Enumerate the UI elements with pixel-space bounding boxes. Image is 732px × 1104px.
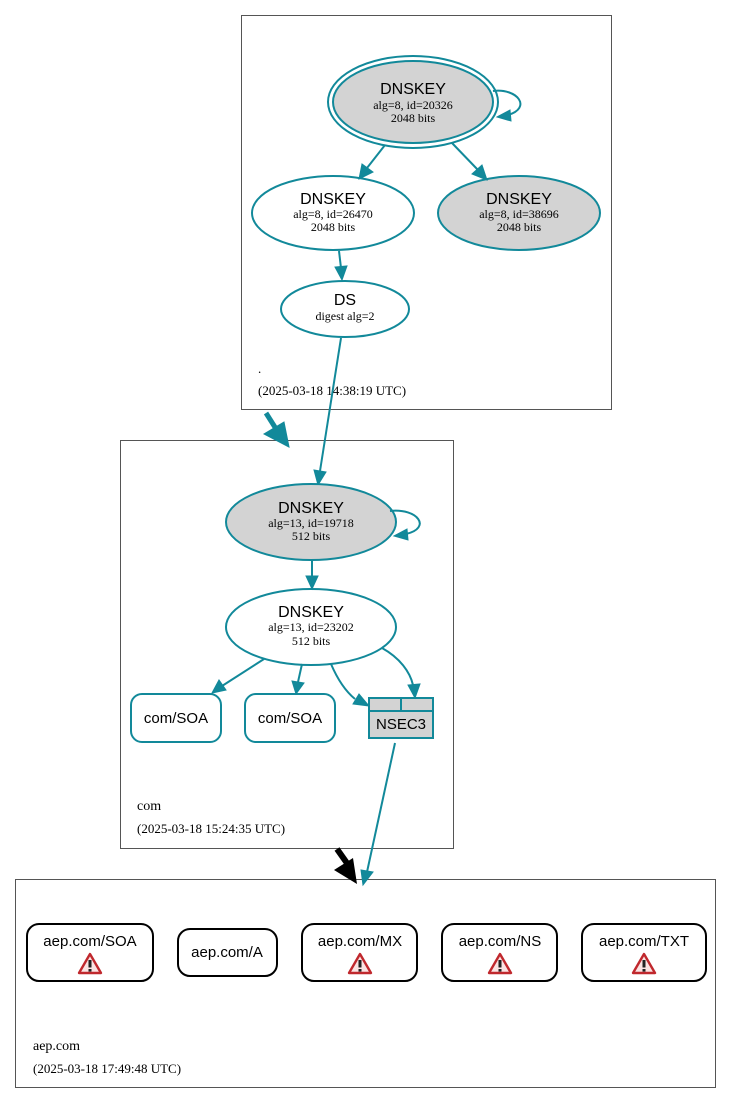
com-nsec3-node[interactable]: NSEC3 (368, 697, 434, 739)
root-zsk-dnskey-node[interactable]: DNSKEY alg=8, id=26470 2048 bits (251, 175, 415, 251)
com-zsk-to-soa1-edge (221, 658, 265, 687)
aep-zone-name: aep.com (33, 1039, 80, 1054)
com-zsk-to-soa2-edge (297, 663, 303, 683)
aep-a-label: aep.com/A (191, 944, 263, 961)
root-ksk-detail: alg=8, id=20326 (373, 98, 453, 112)
com-to-aep-delegation-arrow (334, 858, 357, 884)
com-zsk-type: DNSKEY (278, 604, 344, 621)
aep-zone-box (15, 879, 716, 1088)
com-ksk-self-signature-edge (389, 509, 421, 535)
aep-mx-label: aep.com/MX (318, 933, 402, 950)
com-soa-record-node-2[interactable]: com/SOA (244, 693, 336, 743)
com-zsk-to-nsec3-edge-a (330, 663, 356, 700)
root-key-38696-dnskey-node[interactable]: DNSKEY alg=8, id=38696 2048 bits (437, 175, 601, 251)
com-soa-record-node-1[interactable]: com/SOA (130, 693, 222, 743)
aep-zone-timestamp: (2025-03-18 17:49:48 UTC) (33, 1061, 181, 1076)
root-key3-type: DNSKEY (486, 191, 552, 208)
root-ksk-type: DNSKEY (380, 81, 446, 98)
com-zone-name: com (137, 799, 161, 814)
com-zsk-bits: 512 bits (292, 634, 331, 648)
root-ksk-to-key3-arrow (471, 164, 488, 181)
root-zsk-detail: alg=8, id=26470 (293, 207, 373, 221)
aep-mx-record-node[interactable]: aep.com/MX (301, 923, 418, 982)
root-ds-detail: digest alg=2 (315, 309, 374, 323)
aep-txt-record-node[interactable]: aep.com/TXT (581, 923, 707, 982)
root-ds-node[interactable]: DS digest alg=2 (280, 280, 410, 338)
nsec3-to-aep-edge (366, 742, 396, 873)
com-zone-timestamp: (2025-03-18 15:24:35 UTC) (137, 821, 285, 836)
root-ksk-to-zsk-arrow (358, 163, 374, 180)
com-ksk-to-zsk-arrow (305, 575, 319, 591)
root-zsk-to-ds-edge (338, 250, 342, 269)
root-ksk-to-key3-edge (451, 142, 479, 171)
root-to-com-delegation-arrow (262, 421, 290, 448)
root-ds-type: DS (334, 292, 356, 309)
root-ksk-self-signature-arrow (495, 109, 512, 122)
com-zsk-detail: alg=13, id=23202 (268, 620, 354, 634)
aep-ns-record-node[interactable]: aep.com/NS (441, 923, 558, 982)
ds-to-com-ksk-edge (319, 337, 342, 472)
root-zsk-type: DNSKEY (300, 191, 366, 208)
aep-soa-label: aep.com/SOA (43, 933, 136, 950)
aep-txt-label: aep.com/TXT (599, 933, 689, 950)
com-soa-1-label: com/SOA (144, 710, 208, 727)
com-zsk-to-nsec3-edge-b (381, 647, 414, 686)
root-zone-name: . (258, 361, 261, 376)
com-zsk-to-nsec3-arrow-a (352, 693, 371, 707)
root-key3-detail: alg=8, id=38696 (479, 207, 559, 221)
com-zsk-dnskey-node[interactable]: DNSKEY alg=13, id=23202 512 bits (225, 588, 397, 666)
root-zsk-to-ds-arrow (334, 265, 348, 282)
root-ksk-dnskey-node[interactable]: DNSKEY alg=8, id=20326 2048 bits (327, 55, 499, 149)
com-ksk-detail: alg=13, id=19718 (268, 516, 354, 530)
aep-a-record-node[interactable]: aep.com/A (177, 928, 278, 977)
com-ksk-dnskey-node[interactable]: DNSKEY alg=13, id=19718 512 bits (225, 483, 397, 561)
ds-to-com-ksk-arrow (313, 469, 327, 487)
root-ksk-to-zsk-edge (366, 144, 386, 169)
aep-soa-record-node[interactable]: aep.com/SOA (26, 923, 154, 982)
com-ksk-type: DNSKEY (278, 500, 344, 517)
nsec3-to-aep-arrow (360, 869, 374, 887)
root-ksk-bits: 2048 bits (391, 111, 436, 125)
com-nsec3-label: NSEC3 (376, 716, 426, 733)
com-ksk-bits: 512 bits (292, 529, 331, 543)
root-ksk-self-signature-edge (492, 89, 522, 116)
root-zsk-bits: 2048 bits (311, 220, 356, 234)
com-zsk-to-soa1-arrow (211, 679, 227, 694)
root-key3-bits: 2048 bits (497, 220, 542, 234)
com-zsk-to-nsec3-arrow-b (407, 683, 421, 700)
com-ksk-self-signature-arrow (392, 528, 409, 541)
com-soa-2-label: com/SOA (258, 710, 322, 727)
aep-ns-label: aep.com/NS (459, 933, 542, 950)
com-zsk-to-soa2-arrow (291, 680, 305, 696)
